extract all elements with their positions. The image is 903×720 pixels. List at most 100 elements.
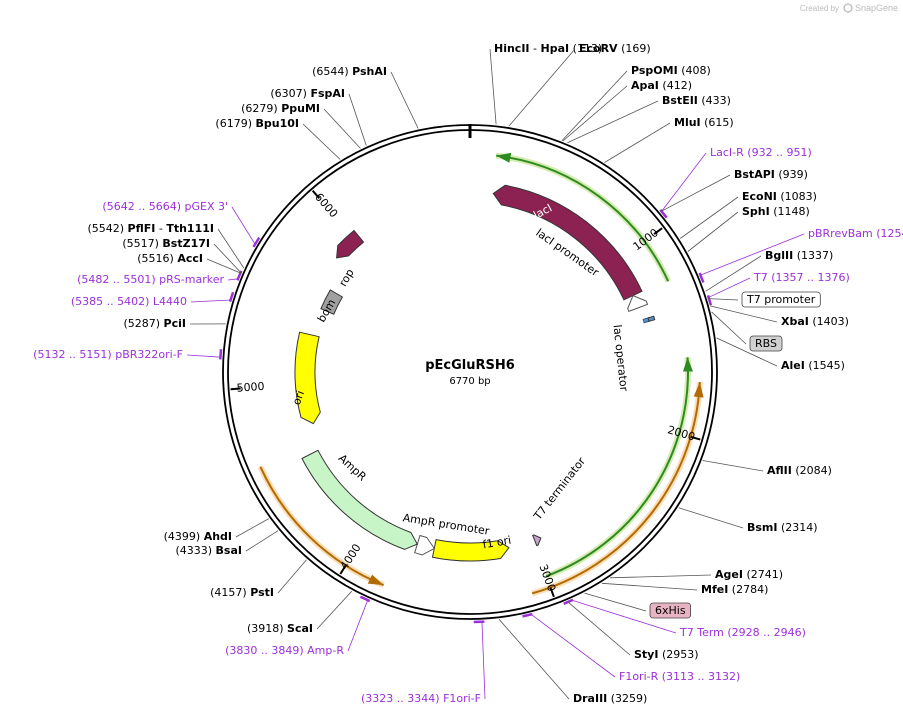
enzyme-leader-bsai [245, 530, 279, 552]
enzyme-name-bglii: BglII [765, 249, 793, 262]
enzyme-position-pflfi: (5542) [87, 222, 124, 235]
enzyme-position-fspai: (6307) [270, 87, 307, 100]
enzyme-name-ecorv: EcoRV [579, 42, 618, 55]
enzyme-name-sphi: SphI [742, 205, 770, 218]
enzyme-name-acci: AccI [177, 252, 203, 265]
feature-ampr-promoter [414, 534, 436, 556]
scale-tick-4000 [339, 564, 347, 575]
enzyme-label-psti: (4157) PstI [210, 586, 274, 599]
primer-name-laci-r: LacI-R [710, 146, 744, 159]
enzyme-sphi: SphI (1148) [687, 205, 810, 252]
primer-mark-pbrrevbam [698, 272, 705, 283]
enzyme-position-bpu10i: (6179) [215, 117, 252, 130]
enzyme-ppumi: (6279) PpuMI [241, 102, 361, 149]
enzyme-apai: ApaI (412) [562, 79, 692, 142]
enzyme-ahdi: (4399) AhdI [164, 518, 269, 543]
enzyme-bstapi: BstAPI (939) [660, 168, 808, 213]
enzyme-label-pshai: (6544) PshAI [312, 65, 387, 78]
orf-arrowhead-2 [683, 357, 693, 372]
primer-pbr322ori-f: (5132 .. 5151) pBR322ori-F [33, 348, 223, 361]
enzyme-leader-mlui [604, 122, 671, 163]
enzyme-leader-bstapi [660, 174, 731, 213]
enzyme-styi: StyI (2953) [566, 600, 699, 661]
enzyme-pspomi: PspOMI (408) [561, 64, 711, 141]
enzyme-leader-scai [316, 590, 353, 630]
enzyme-label-econi: EcoNI (1083) [742, 190, 817, 203]
enzyme-leader-bsmi [678, 507, 744, 529]
enzyme-mfei: MfeI (2784) [601, 582, 768, 596]
orf-arc-1 [496, 154, 670, 282]
enzyme-aflii: AflII (2084) [702, 460, 832, 477]
enzyme-label-mlui: MluI (615) [674, 116, 734, 129]
feature-tag-box-rbs [749, 335, 783, 352]
enzyme-leader-psti [277, 559, 307, 594]
primer-name-l4440: L4440 [153, 295, 187, 308]
primer-name-pbrrevbam: pBRrevBam [808, 227, 873, 240]
enzyme-position-ecorv: (169) [621, 42, 651, 55]
feature-bom [320, 289, 344, 315]
enzyme-position-bstapi: (939) [778, 168, 808, 181]
feature-tag-6xhis: 6xHis [584, 592, 691, 619]
primer-label-t7: T7 (1357 .. 1376) [753, 271, 850, 284]
enzyme-label-agei: AgeI (2741) [715, 568, 783, 581]
primer-mark-pbr322ori-f [219, 349, 223, 360]
scale-tick-label-4000: 4000 [338, 542, 364, 573]
primer-range-prs-marker: (5482 .. 5501) [77, 273, 156, 286]
enzyme-psti: (4157) PstI [210, 559, 307, 599]
enzyme-leader-aflii [702, 460, 764, 472]
enzyme-name-hincii: HincII [494, 42, 530, 55]
enzyme-leader-pshai [390, 71, 419, 129]
enzyme-scai: (3918) ScaI [247, 590, 353, 635]
primer-leader-l4440 [190, 299, 232, 303]
primer-label-pbrrevbam: pBRrevBam (1254 .. 1273) [808, 227, 903, 240]
feature-tag-rbs: RBS [711, 311, 783, 352]
primer-leader-f1ori-r [529, 613, 616, 678]
scale-tick-2000 [690, 435, 701, 441]
scale-tick-label-6000: 6000 [312, 191, 340, 221]
primer-name-pbr322ori-f: pBR322ori-F [115, 348, 183, 361]
plasmid-center: pEcGluRSH6 6770 bp [425, 358, 515, 387]
enzyme-acci: (5516) AccI [137, 252, 242, 274]
primer-name-t7: T7 [753, 271, 768, 284]
enzyme-name-bsmi: BsmI [747, 521, 778, 534]
enzyme-name-pshai: PshAI [352, 65, 387, 78]
enzyme-name-bstapi: BstAPI [734, 168, 775, 181]
primer-leader-laci-r [660, 152, 707, 213]
enzyme-position-ppumi: (6279) [241, 102, 278, 115]
enzyme-position-acci: (5516) [137, 252, 174, 265]
enzyme-leader-agei [610, 574, 712, 579]
feature-t7-terminator [532, 534, 542, 547]
enzyme-xbai: XbaI (1403) [710, 305, 849, 328]
feature-tag-leader-6xhis [584, 592, 647, 612]
enzyme-leader-fspai [348, 93, 367, 146]
enzyme-leader-bpu10i [302, 123, 341, 160]
credit-created-by: Created by [800, 4, 839, 13]
feature-f1-ori [431, 539, 510, 562]
primer-f1ori-f: (3323 .. 3344) F1ori-F [361, 620, 486, 705]
enzyme-leader-sphi [687, 211, 739, 252]
enzyme-position-bglii: (1337) [797, 249, 834, 262]
orf-arcs [257, 152, 704, 597]
primer-mark-l4440 [228, 291, 235, 302]
enzyme-pshai: (6544) PshAI [312, 65, 419, 129]
primer-name-pgex-3: pGEX 3' [184, 200, 228, 213]
enzyme-position-pspomi: (408) [681, 64, 711, 77]
enzyme-leader-pspomi [561, 70, 628, 141]
primer-pbrrevbam: pBRrevBam (1254 .. 1273) [698, 227, 903, 283]
enzyme-position-aflii: (2084) [795, 464, 832, 477]
primer-laci-r: LacI-R (932 .. 951) [659, 146, 812, 219]
primer-leader-f1ori-f [481, 620, 486, 700]
site-annotations: HincII - HpaI (113)EcoRV (169)PspOMI (40… [33, 42, 903, 705]
primer-l4440: (5385 .. 5402) L4440 [71, 291, 235, 308]
enzyme-position-mlui: (615) [704, 116, 734, 129]
enzyme-fspai: (6307) FspAI [270, 87, 367, 146]
plasmid-name: pEcGluRSH6 [425, 358, 515, 373]
primer-range-pgex-3: (5642 .. 5664) [102, 200, 181, 213]
enzyme-name-apai: ApaI [631, 79, 659, 92]
feature-lac-operator [647, 315, 656, 322]
primer-mark-pgex-3 [252, 236, 261, 248]
enzyme-label-bsai: (4333) BsaI [175, 544, 242, 557]
enzyme-ecorv: EcoRV (169) [508, 42, 651, 127]
